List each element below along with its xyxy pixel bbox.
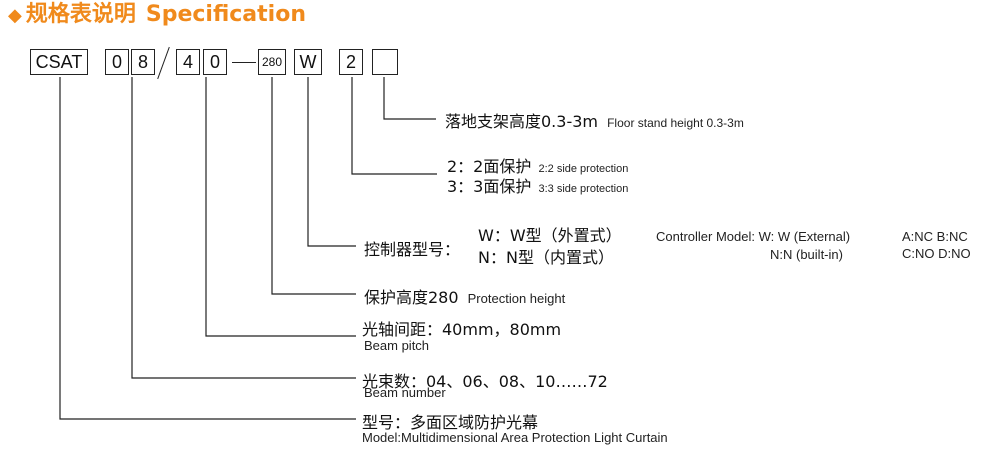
controller-w-en: Controller Model: W: W (External)	[656, 229, 851, 244]
protection-option-3: 3：3面保护 3:3 side protection	[447, 173, 628, 197]
controller-cd: C:NO D:NO	[902, 246, 971, 261]
code-controller-box: W	[294, 49, 322, 75]
protection-option-2: 2：2面保护 2:2 side protection	[447, 153, 628, 177]
code-beam-digit-1: 0	[105, 49, 129, 75]
controller-n-en: N:N (built-in)	[770, 247, 843, 262]
title-chinese: 规格表说明	[25, 2, 136, 27]
pitch-en: Beam pitch	[364, 338, 430, 353]
connector-pitch	[205, 77, 356, 337]
section-title: ◆规格表说明 Specification	[8, 0, 306, 30]
beams-en: Beam number	[364, 385, 446, 400]
code-pitch-digit-1: 4	[176, 49, 200, 75]
stand-annotation: 落地支架高度0.3-3m Floor stand height 0.3-3m	[445, 108, 744, 132]
model-en: Model:Multidimensional Area Protection L…	[362, 430, 668, 445]
code-height-box: 280	[258, 49, 286, 75]
code-dash	[232, 62, 256, 63]
code-protection-box: 2	[339, 49, 363, 75]
protection-3-en: 3:3 side protection	[538, 183, 629, 195]
connector-model	[59, 77, 356, 420]
code-prefix-box: CSAT	[30, 49, 88, 75]
connector-beams	[131, 77, 356, 379]
controller-ab: A:NC B:NC	[902, 229, 968, 244]
code-beam-digit-2: 8	[131, 49, 155, 75]
stand-en: Floor stand height 0.3-3m	[607, 116, 744, 130]
pitch-cn: 光轴间距：40mm，80mm	[362, 320, 562, 339]
title-english: Specification	[145, 2, 306, 27]
stand-cn: 落地支架高度0.3-3m	[445, 112, 598, 131]
diamond-icon: ◆	[8, 5, 22, 26]
connector-controller	[307, 77, 356, 247]
height-en: Protection height	[467, 291, 566, 306]
code-pitch-digit-2: 0	[203, 49, 227, 75]
protection-2-en: 2:2 side protection	[538, 163, 629, 175]
protection-2-cn: 2：2面保护	[447, 157, 532, 176]
beams-cn: 光束数：04、06、08、10……72	[362, 372, 608, 391]
code-stand-box	[372, 49, 398, 75]
height-annotation: 保护高度280 Protection height	[364, 284, 565, 308]
controller-label: 控制器型号：	[364, 240, 461, 259]
protection-3-cn: 3：3面保护	[447, 177, 532, 196]
controller-n-cn: N：N型（内置式）	[478, 248, 614, 267]
connector-stand	[383, 77, 436, 120]
model-cn: 型号：多面区域防护光幕	[362, 413, 539, 432]
controller-w-cn: W：W型（外置式）	[478, 226, 622, 245]
connector-height	[271, 77, 356, 295]
connector-protection	[351, 77, 437, 175]
height-cn: 保护高度280	[364, 288, 459, 307]
